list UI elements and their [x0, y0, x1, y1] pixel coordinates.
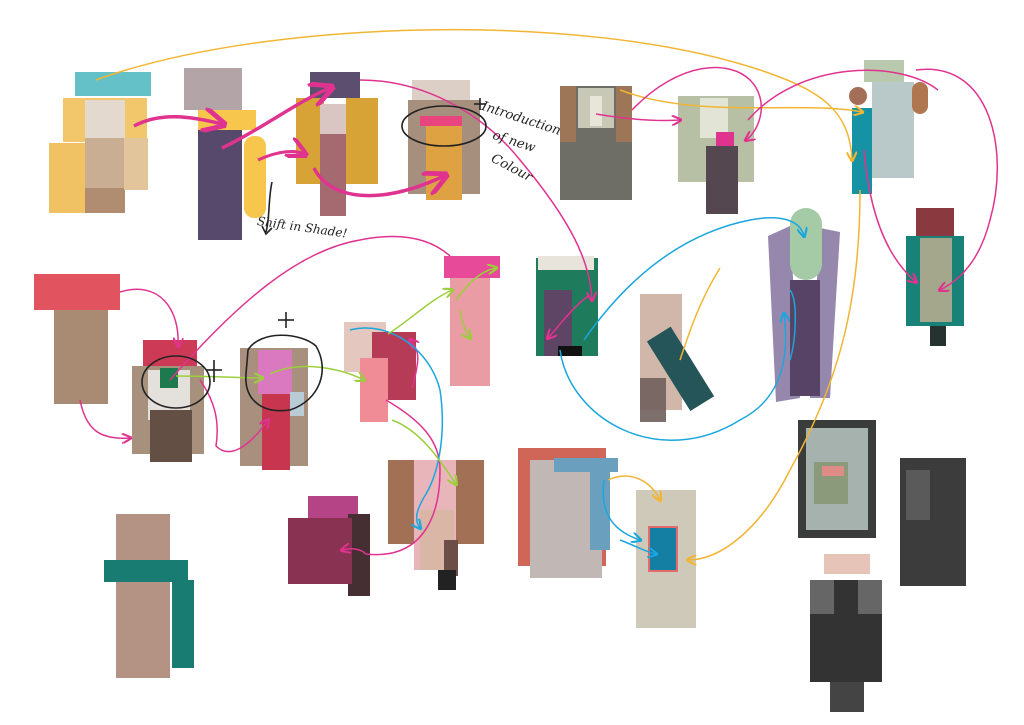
swatch-group-1: [49, 72, 151, 213]
swatch-group-3: [296, 72, 378, 216]
swatch-group-15: [640, 294, 715, 422]
swatch-group-23: [900, 458, 966, 586]
swatch-group-20: [518, 448, 618, 578]
swatch-group-19: [388, 460, 484, 590]
swatch-group-5: [560, 86, 632, 200]
swatch-group-12: [344, 322, 416, 422]
swatch-group-21: [636, 490, 696, 628]
swatch-group-2: [184, 68, 266, 240]
swatch-group-16: [768, 208, 840, 402]
swatch-group-14: [536, 256, 598, 356]
swatch-group-4: [408, 80, 480, 200]
swatch-group-8: [906, 208, 964, 346]
swatch-group-7: [849, 60, 928, 194]
swatch-group-22: [798, 420, 876, 538]
swatch-group-17: [104, 514, 194, 678]
swatch-group-10: [132, 340, 204, 462]
swatch-group-18: [288, 496, 370, 596]
ink-sketch-marks: [141, 98, 487, 412]
arrows-magenta: [79, 66, 999, 556]
swatch-group-6: [678, 96, 754, 214]
arrows-lime: [175, 268, 496, 484]
swatch-group-13: [444, 256, 500, 386]
swatch-group-24: [810, 554, 882, 712]
swatch-group-9: [34, 274, 120, 404]
arrows-gold: [95, 28, 862, 560]
arrows-cyan: [349, 217, 804, 554]
